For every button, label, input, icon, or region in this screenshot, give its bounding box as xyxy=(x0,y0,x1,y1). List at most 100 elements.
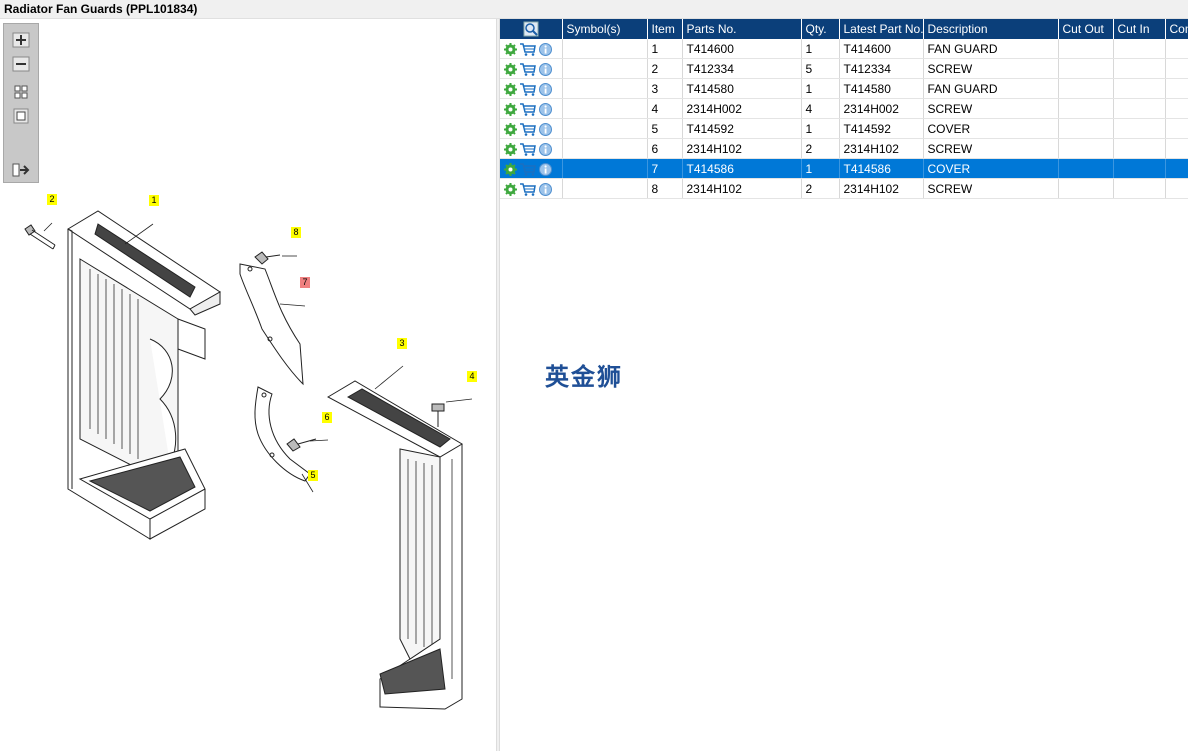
info-icon[interactable] xyxy=(539,62,552,76)
callout-2[interactable]: 2 xyxy=(47,194,57,205)
watermark: 英金狮 xyxy=(545,363,623,391)
callout-7[interactable]: 7 xyxy=(300,277,310,288)
gear-icon[interactable] xyxy=(504,62,517,76)
info-icon[interactable] xyxy=(539,182,552,196)
cell-cut-out xyxy=(1058,178,1114,199)
column-header-symbols[interactable]: Symbol(s) xyxy=(562,19,648,39)
cell-comment xyxy=(1165,58,1188,79)
row-actions xyxy=(500,138,563,159)
zoom-out-icon[interactable] xyxy=(12,56,30,72)
row-actions xyxy=(500,98,563,119)
cell-item: 7 xyxy=(647,158,683,179)
callout-3[interactable]: 3 xyxy=(397,338,407,349)
export-icon[interactable] xyxy=(12,162,30,178)
callout-4[interactable]: 4 xyxy=(467,371,477,382)
row-actions xyxy=(500,178,563,199)
cell-part-no: T414592 xyxy=(682,118,802,139)
cell-cut-out xyxy=(1058,78,1114,99)
cell-latest-part-no: 2314H102 xyxy=(839,178,924,199)
row-actions xyxy=(500,58,563,79)
cell-symbols xyxy=(562,158,648,179)
parts-list-pane: Symbol(s) Item Parts No. Qty. Latest Par… xyxy=(500,19,1188,751)
zoom-toolbar xyxy=(3,23,39,183)
cell-description: FAN GUARD xyxy=(923,78,1059,99)
cell-description: SCREW xyxy=(923,58,1059,79)
cart-icon[interactable] xyxy=(520,102,536,116)
cell-qty: 4 xyxy=(801,98,840,119)
info-icon[interactable] xyxy=(539,42,552,56)
gear-icon[interactable] xyxy=(504,102,517,116)
callout-6[interactable]: 6 xyxy=(322,412,332,423)
gear-icon[interactable] xyxy=(504,182,517,196)
column-header-qty[interactable]: Qty. xyxy=(801,19,840,39)
info-icon[interactable] xyxy=(539,162,552,176)
info-icon[interactable] xyxy=(539,142,552,156)
cart-icon[interactable] xyxy=(520,182,536,196)
column-header-cut-in[interactable]: Cut In xyxy=(1113,19,1166,39)
cell-cut-out xyxy=(1058,39,1114,59)
cell-part-no: T414600 xyxy=(682,39,802,59)
column-header-description[interactable]: Description xyxy=(923,19,1059,39)
column-header-parts-no[interactable]: Parts No. xyxy=(682,19,802,39)
pane-splitter[interactable] xyxy=(496,19,500,751)
cell-item: 6 xyxy=(647,138,683,159)
cell-description: FAN GUARD xyxy=(923,39,1059,59)
cell-item: 3 xyxy=(647,78,683,99)
cart-icon[interactable] xyxy=(520,42,536,56)
cell-cut-in xyxy=(1113,98,1166,119)
cell-latest-part-no: T412334 xyxy=(839,58,924,79)
cart-icon[interactable] xyxy=(520,142,536,156)
table-header: Symbol(s) Item Parts No. Qty. Latest Par… xyxy=(500,19,1188,39)
cell-comment xyxy=(1165,118,1188,139)
cell-cut-in xyxy=(1113,138,1166,159)
cell-symbols xyxy=(562,58,648,79)
cell-latest-part-no: 2314H002 xyxy=(839,98,924,119)
cell-part-no: 2314H102 xyxy=(682,138,802,159)
cell-qty: 1 xyxy=(801,118,840,139)
cell-description: COVER xyxy=(923,118,1059,139)
column-header-comment[interactable]: Comment xyxy=(1165,19,1188,39)
magnify-icon xyxy=(523,21,539,37)
cell-cut-in xyxy=(1113,178,1166,199)
cart-icon[interactable] xyxy=(520,62,536,76)
cell-description: SCREW xyxy=(923,178,1059,199)
info-icon[interactable] xyxy=(539,122,552,136)
exploded-diagram xyxy=(24,210,473,710)
callout-8[interactable]: 8 xyxy=(291,227,301,238)
column-header-cut-out[interactable]: Cut Out xyxy=(1058,19,1114,39)
fan-guard-3 xyxy=(326,380,463,710)
column-header-actions[interactable] xyxy=(500,19,563,39)
callout-1[interactable]: 1 xyxy=(149,195,159,206)
column-header-latest-part-no[interactable]: Latest Part No. xyxy=(839,19,924,39)
zoom-in-icon[interactable] xyxy=(12,32,30,48)
illustration-pane[interactable]: 2 1 8 7 3 4 6 5 xyxy=(0,19,496,751)
gear-icon[interactable] xyxy=(504,122,517,136)
cart-icon[interactable] xyxy=(520,162,536,176)
cover-5 xyxy=(254,386,317,482)
cart-icon[interactable] xyxy=(520,122,536,136)
info-icon[interactable] xyxy=(539,82,552,96)
fit-window-icon[interactable] xyxy=(12,108,30,124)
gear-icon[interactable] xyxy=(504,42,517,56)
gear-icon[interactable] xyxy=(504,82,517,96)
fit-all-icon[interactable] xyxy=(12,84,30,100)
cell-cut-in xyxy=(1113,78,1166,99)
gear-icon[interactable] xyxy=(504,162,517,176)
gear-icon[interactable] xyxy=(504,142,517,156)
window-titlebar: Radiator Fan Guards (PPL101834) xyxy=(0,0,1188,19)
cart-icon[interactable] xyxy=(520,82,536,96)
info-icon[interactable] xyxy=(539,102,552,116)
callout-5[interactable]: 5 xyxy=(308,470,318,481)
cell-comment xyxy=(1165,158,1188,179)
column-header-item[interactable]: Item xyxy=(647,19,683,39)
cell-latest-part-no: 2314H102 xyxy=(839,138,924,159)
cell-comment xyxy=(1165,78,1188,99)
